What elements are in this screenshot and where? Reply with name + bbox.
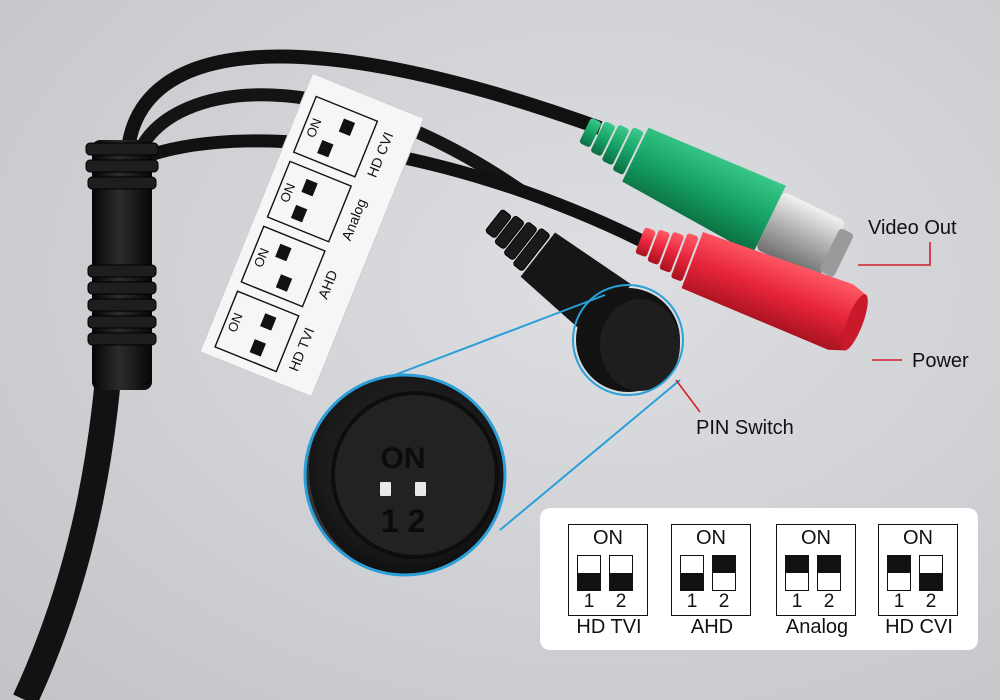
dip-switch-knob (713, 556, 735, 573)
pin-switch-callout: PIN Switch (696, 417, 794, 439)
zoom-switch-2 (415, 482, 426, 496)
dip-on-label: ON (593, 527, 623, 549)
tag-on-label-1: ON (224, 311, 245, 335)
dip-on-label: ON (696, 527, 726, 549)
dip-switch-1 (785, 555, 809, 591)
mode-name-label: Analog (785, 616, 849, 638)
dip-switch-number: 2 (925, 591, 937, 612)
branch-cable-pin (134, 88, 524, 196)
dip-switch-knob (920, 573, 942, 590)
black-connector (85, 140, 159, 390)
red-power-plug (635, 227, 868, 351)
dip-switch-2 (919, 555, 943, 591)
zoom-digits: 1 2 (381, 503, 425, 539)
callout-lines (675, 242, 931, 413)
dip-switch-number: 2 (615, 591, 627, 612)
mode-name-label: AHD (690, 616, 734, 638)
dip-switch-number: 2 (718, 591, 730, 612)
dip-switch-2 (712, 555, 736, 591)
dip-switch-number: 1 (893, 591, 905, 612)
tag-on-label-4: ON (303, 116, 324, 140)
green-bnc-plug (579, 118, 854, 278)
mode-name-label: HD TVI (576, 616, 642, 638)
tag-on-label-2: ON (251, 246, 272, 270)
cable-tag-label: ON ON ON ON HD TVI AHD Analog HD CVI (199, 72, 425, 398)
power-callout: Power (912, 350, 969, 372)
dip-on-label: ON (801, 527, 831, 549)
dip-switch-1 (680, 555, 704, 591)
dip-switch-2 (817, 555, 841, 591)
zoomed-pin-switch: ON 1 2 (303, 373, 507, 577)
dip-switch-number: 1 (686, 591, 698, 612)
zoom-callout-lines (391, 284, 684, 531)
dip-switch-knob (610, 573, 632, 590)
zoom-switch-1 (380, 482, 391, 496)
pin-switch-cap-face (600, 299, 680, 391)
dip-switch-knob (578, 573, 600, 590)
zoom-on-label: ON (381, 442, 426, 475)
dip-switch-number: 1 (791, 591, 803, 612)
mode-name-label: HD CVI (885, 616, 953, 638)
dip-switch-2 (609, 555, 633, 591)
dip-switch-knob (681, 573, 703, 590)
dip-switch-knob (888, 556, 910, 573)
dip-switch-number: 1 (583, 591, 595, 612)
branch-cable-green (121, 49, 603, 151)
dip-switch-knob (818, 556, 840, 573)
dip-switch-1 (887, 555, 911, 591)
dip-switch-number: 2 (823, 591, 835, 612)
dip-switch-knob (786, 556, 808, 573)
tag-on-label-3: ON (277, 181, 298, 205)
dip-on-label: ON (903, 527, 933, 549)
dip-switch-1 (577, 555, 601, 591)
video-out-callout: Video Out (868, 217, 957, 239)
